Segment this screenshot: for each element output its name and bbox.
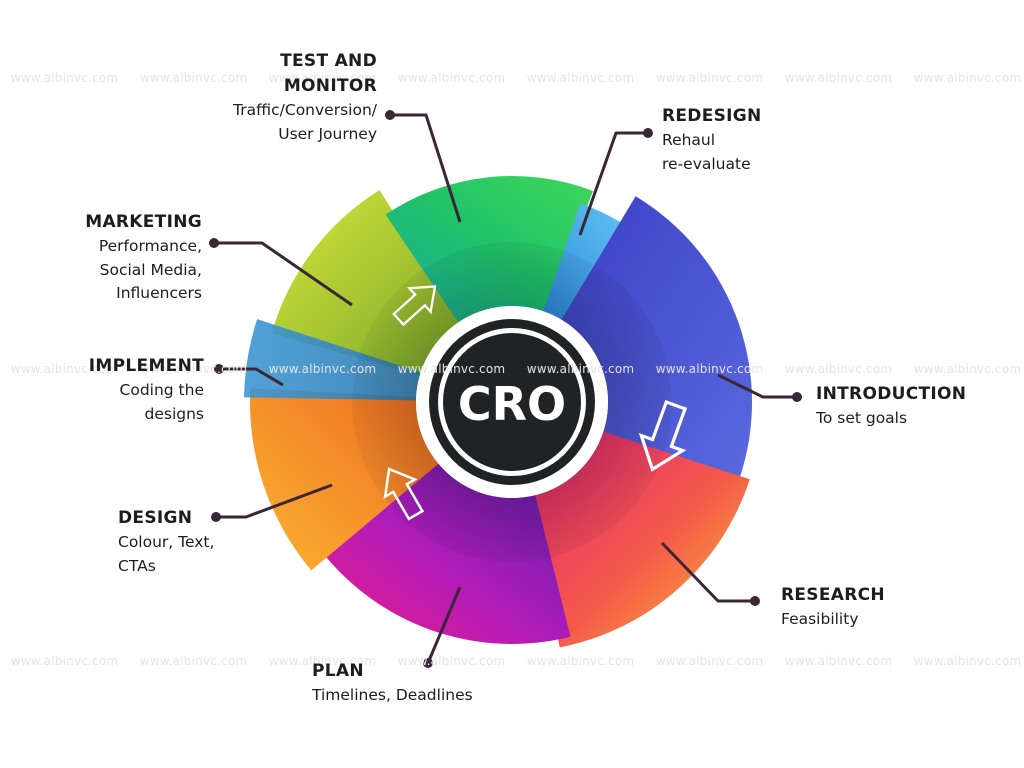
stage-description: CTAs xyxy=(118,556,156,575)
stage-title: DESIGN xyxy=(118,508,193,528)
stage-title: INTRODUCTION xyxy=(816,384,967,404)
stage-description: Colour, Text, xyxy=(118,533,215,551)
stage-description: Traffic/Conversion/ xyxy=(233,101,377,119)
cycle-arrows xyxy=(383,285,688,521)
stage-title: IMPLEMENT xyxy=(88,356,204,376)
leader-dot-research xyxy=(750,596,760,606)
stage-description: Performance, xyxy=(98,237,202,255)
leader-lines xyxy=(209,110,802,668)
leader-dot-implement xyxy=(214,364,224,374)
leader-dot-design xyxy=(211,512,221,522)
stage-label-implement: IMPLEMENT Coding the designs xyxy=(89,354,204,426)
leader-line-introduction xyxy=(717,373,797,399)
stage-label-research: RESEARCH Feasibility xyxy=(781,583,885,632)
arrow-down xyxy=(638,399,688,472)
center-label: CRO xyxy=(458,377,566,431)
stage-label-marketing: MARKETING Performance, Social Media, Inf… xyxy=(85,210,202,306)
stage-title: PLAN xyxy=(312,661,364,681)
stage-description: designs xyxy=(144,404,205,423)
center-badge xyxy=(443,333,581,471)
stage-description: To set goals xyxy=(816,409,908,427)
stage-description: Timelines, Deadlines xyxy=(312,686,473,704)
leader-dot-marketing xyxy=(209,238,219,248)
stage-label-introduction: INTRODUCTION To set goals xyxy=(816,382,966,431)
leader-dot-introduction xyxy=(792,392,802,402)
arrow-up-left xyxy=(383,467,425,521)
stage-description: Influencers xyxy=(116,284,202,302)
leader-line-test-and-monitor xyxy=(390,113,462,223)
stage-title: RESEARCH xyxy=(781,585,885,605)
stage-description: Coding the xyxy=(119,381,204,399)
leader-line-design xyxy=(216,483,333,519)
stage-title: TEST AND xyxy=(280,51,377,71)
stage-label-design: DESIGN Colour, Text, CTAs xyxy=(118,506,214,578)
arrow-up-right xyxy=(392,285,437,327)
stage-description: Rehaul xyxy=(662,131,716,149)
stage-description: Social Media, xyxy=(99,260,202,279)
stage-title: REDESIGN xyxy=(662,106,762,126)
stage-description: Feasibility xyxy=(781,610,859,628)
leader-line-research xyxy=(660,541,755,603)
leader-line-marketing xyxy=(214,241,353,307)
stage-description: User Journey xyxy=(278,124,377,143)
stage-label-plan: PLAN Timelines, Deadlines xyxy=(312,659,473,708)
stage-label-redesign: REDESIGN Rehaul re-evaluate xyxy=(662,104,762,176)
leader-line-redesign xyxy=(578,131,648,236)
stage-description: re-evaluate xyxy=(662,154,751,173)
leader-line-implement xyxy=(219,367,284,387)
stage-title: MARKETING xyxy=(85,212,202,232)
stage-label-test-and-monitor: TEST AND MONITOR Traffic/Conversion/ Use… xyxy=(233,49,377,146)
leader-line-plan xyxy=(426,586,462,664)
leader-dot-plan xyxy=(423,658,433,668)
stage-title: MONITOR xyxy=(283,76,377,96)
leader-dot-redesign xyxy=(643,128,653,138)
leader-dot-test-and-monitor xyxy=(385,110,395,120)
